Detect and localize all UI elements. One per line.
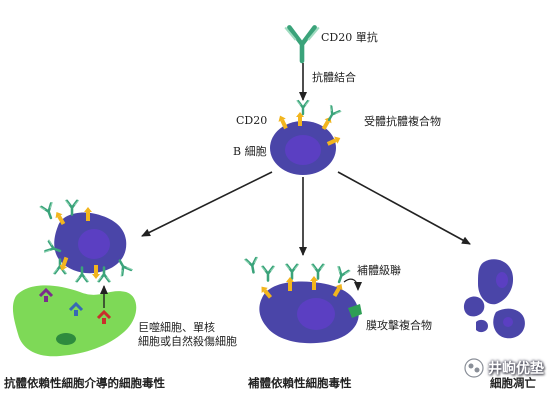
apoptotic-fragments — [463, 259, 525, 339]
mac-label: 膜攻擊複合物 — [366, 319, 432, 332]
antibody-label: CD20 單抗 — [321, 31, 378, 44]
arrow-to-adcc — [141, 171, 273, 237]
effector-label-line1: 巨噬細胞、單核 — [138, 321, 215, 334]
effector-cell — [12, 285, 137, 357]
complement-arrow — [343, 278, 362, 291]
cd20-antibody-icon — [284, 25, 320, 64]
binding-label: 抗體結合 — [312, 71, 356, 84]
bound-antibodies — [295, 99, 343, 125]
effector-label-line2: 細胞或自然殺傷細胞 — [138, 335, 237, 348]
complex-label: 受體抗體複合物 — [364, 115, 441, 128]
watermark-logo-icon — [464, 358, 484, 378]
cdc-nucleus — [297, 298, 335, 330]
arrow-to-apoptosis — [337, 171, 471, 245]
fc-receptors — [38, 287, 112, 324]
watermark-text: 井岣优垫 — [488, 361, 544, 377]
adcc-title: 抗體依賴性細胞介導的細胞毒性 — [4, 376, 165, 390]
complement-cascade-label: 補體級聯 — [357, 264, 401, 277]
cd20-label: CD20 — [236, 114, 268, 127]
apoptosis-title: 細胞凋亡 — [490, 376, 536, 390]
cdc-title: 補體依賴性細胞毒性 — [248, 376, 352, 390]
mac-complex — [348, 304, 362, 318]
b-cell-label: B 細胞 — [233, 145, 267, 158]
effector-nucleus — [56, 333, 76, 345]
b-cell — [270, 121, 336, 175]
adcc-nucleus — [78, 229, 110, 259]
